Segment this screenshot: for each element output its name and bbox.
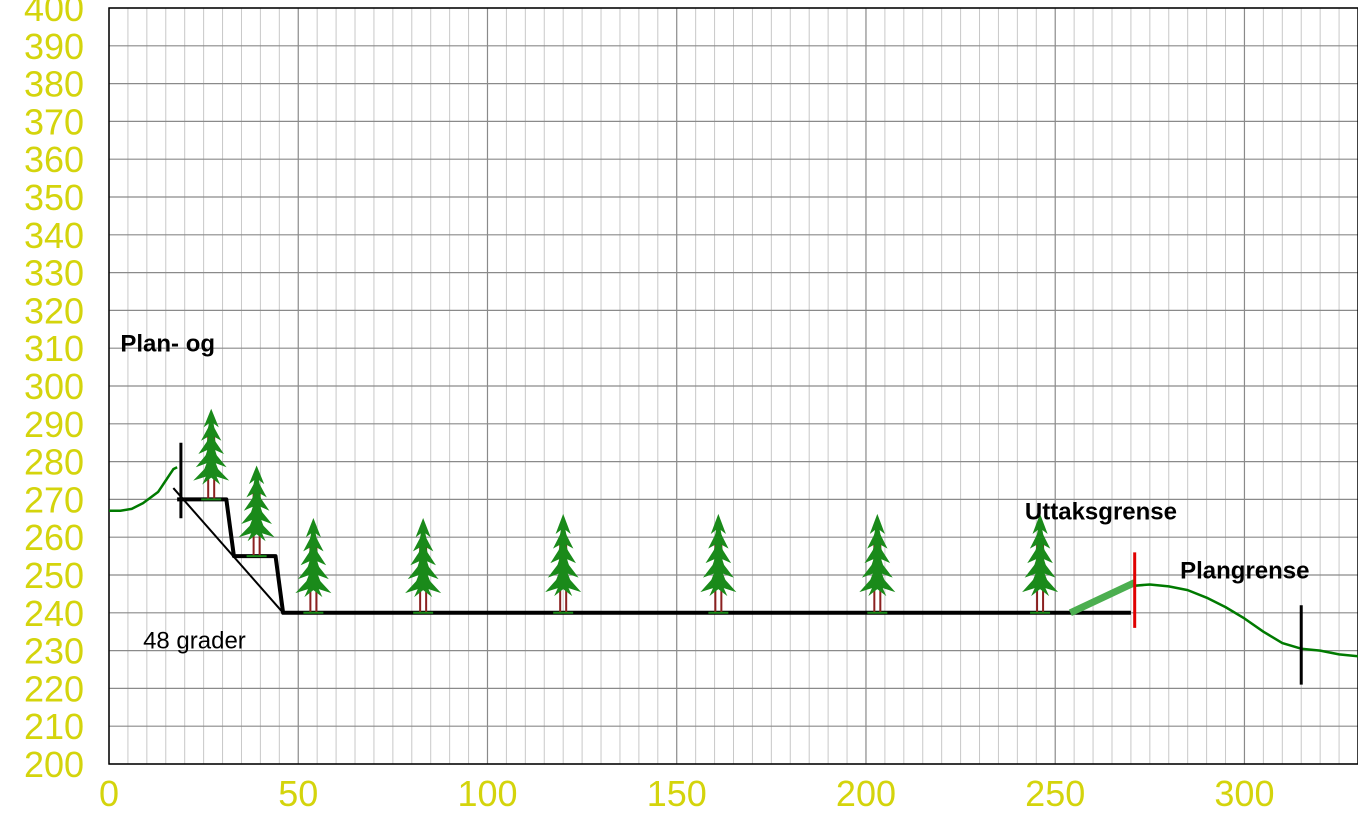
tree-foliage — [405, 573, 442, 598]
y-tick-label: 290 — [24, 404, 84, 445]
tree-foliage — [550, 542, 576, 568]
x-tick-label: 100 — [457, 773, 517, 814]
y-tick-label: 340 — [24, 215, 84, 256]
x-tick-label: 200 — [836, 773, 896, 814]
y-axis-tick-labels: 2002102202302402502602702802903003103203… — [24, 0, 84, 785]
annotation-label: Uttaksgrense — [1025, 499, 1177, 526]
tree-foliage — [552, 528, 574, 553]
spruce-tree-icon — [405, 518, 442, 614]
tree-foliage — [249, 465, 265, 489]
tree-foliage — [241, 505, 273, 529]
tree-foliage — [303, 531, 324, 556]
spruce-tree-icon — [238, 465, 275, 558]
tree-foliage — [555, 513, 571, 539]
tree-foliage — [193, 461, 230, 485]
spruce-tree-icon — [545, 513, 582, 614]
y-tick-label: 270 — [24, 479, 84, 520]
tree-foliage — [547, 557, 579, 582]
x-axis-tick-labels: 0 50 100 150 200 250 300 — [99, 773, 1275, 814]
tree-foliage — [859, 571, 896, 597]
y-tick-label: 230 — [24, 631, 84, 672]
tree-foliage — [702, 557, 734, 582]
y-tick-label: 310 — [24, 328, 84, 369]
spruce-tree-icon — [1022, 513, 1059, 614]
tree-foliage — [700, 571, 737, 597]
annotation-label: Plangrense — [1180, 557, 1309, 584]
series-terrain-left — [109, 466, 178, 512]
tree-foliage — [246, 478, 267, 502]
y-tick-label: 210 — [24, 706, 84, 747]
tree-foliage — [867, 528, 888, 553]
marker-layer — [179, 442, 1303, 685]
spruce-tree-icon — [859, 513, 896, 614]
tree-foliage — [203, 408, 219, 432]
x-tick-label: 300 — [1214, 773, 1274, 814]
tree-foliage — [295, 573, 332, 598]
y-tick-label: 250 — [24, 555, 84, 596]
tree-foliage — [305, 518, 321, 542]
tree-foliage — [545, 571, 582, 597]
tree-foliage — [297, 559, 329, 584]
y-tick-label: 350 — [24, 177, 84, 218]
tree-foliage — [238, 518, 275, 542]
y-tick-label: 330 — [24, 253, 84, 294]
plot-frame — [108, 7, 1358, 765]
y-tick-label: 380 — [24, 64, 84, 105]
tree-foliage — [198, 435, 224, 458]
y-tick-label: 400 — [24, 0, 84, 29]
tree-foliage — [1032, 513, 1048, 539]
y-tick-label: 240 — [24, 593, 84, 634]
y-tick-label: 390 — [24, 26, 84, 67]
y-tick-label: 220 — [24, 668, 84, 709]
tree-foliage — [410, 545, 436, 570]
y-tick-label: 300 — [24, 366, 84, 407]
x-tick-label: 0 — [99, 773, 119, 814]
tree-foliage — [200, 422, 222, 445]
tree-foliage — [1027, 542, 1053, 568]
y-tick-label: 260 — [24, 517, 84, 558]
tree-foliage — [407, 559, 439, 584]
spruce-tree-icon — [193, 408, 230, 501]
y-tick-label: 360 — [24, 139, 84, 180]
series-benched-cut — [177, 497, 1131, 615]
tree-foliage — [710, 513, 726, 539]
tree-foliage — [412, 531, 434, 556]
tree-layer — [193, 408, 1059, 614]
tree-foliage — [1022, 571, 1059, 597]
tree-foliage — [708, 528, 729, 553]
x-tick-label: 50 — [278, 773, 318, 814]
tree-foliage — [415, 518, 431, 542]
tree-foliage — [864, 542, 891, 568]
y-tick-label: 370 — [24, 101, 84, 142]
spruce-tree-icon — [295, 518, 332, 614]
x-tick-label: 250 — [1025, 773, 1085, 814]
y-tick-label: 200 — [24, 744, 84, 785]
tree-foliage — [243, 492, 270, 515]
annotation-label: Plan- og — [120, 331, 215, 358]
annotation-label: 48 grader — [143, 627, 246, 654]
tree-foliage — [869, 513, 885, 539]
spruce-tree-icon — [700, 513, 737, 614]
y-tick-label: 280 — [24, 442, 84, 483]
tree-foliage — [300, 545, 327, 570]
tree-foliage — [861, 557, 893, 582]
series-slope-line — [172, 487, 284, 614]
series-terrain-right — [1127, 583, 1358, 658]
tree-foliage — [1029, 528, 1051, 553]
major-gridlines — [108, 7, 1358, 765]
tree-foliage — [1024, 557, 1056, 582]
tree-foliage — [705, 542, 732, 568]
series-thick-slope — [1068, 579, 1137, 616]
tree-foliage — [195, 448, 227, 472]
x-tick-label: 150 — [647, 773, 707, 814]
y-tick-label: 320 — [24, 290, 84, 331]
